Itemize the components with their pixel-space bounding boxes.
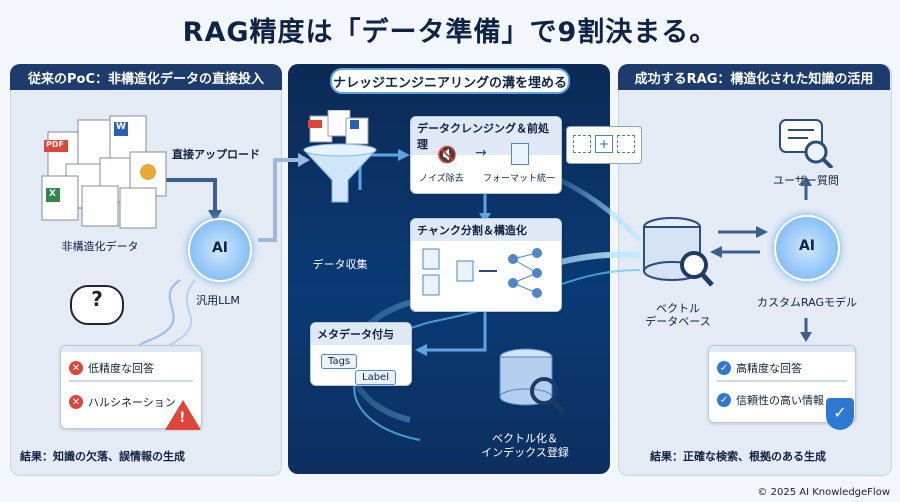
center-panel-header: ナレッジエンジニアリングの溝を埋める — [330, 68, 570, 94]
user-query-label: ユーザー質問 — [773, 174, 839, 187]
right-result-text: 結果：正確な検索、根拠のある生成 — [650, 450, 826, 463]
custom-rag-model-label: カスタムRAGモデル — [756, 296, 858, 309]
chunking-title: チャンク分割＆構造化 — [411, 219, 561, 241]
document-stack-icon — [41, 115, 167, 229]
question-bubble-icon: ? — [70, 285, 124, 325]
data-collection-label: データ収集 — [312, 258, 368, 271]
vector-index-db-icon — [496, 345, 566, 415]
vectorize-label-1: ベクトル化＆ — [492, 432, 558, 445]
word-badge: W — [116, 122, 126, 132]
generic-llm-brain-icon: AI — [188, 218, 252, 282]
x-icon: ✕ — [69, 361, 83, 375]
pdf-badge: PDF — [46, 140, 64, 149]
vector-database-icon — [640, 215, 716, 291]
funnel-icon — [302, 109, 378, 203]
footer-copyright: © 2025 AI KnowledgeFlow — [757, 487, 890, 498]
metadata-title: メタデータ付与 — [311, 323, 411, 345]
generic-llm-label: 汎用LLM — [196, 294, 240, 307]
direct-upload-label: 直接アップロード — [172, 148, 260, 161]
data-collection-funnel — [300, 109, 380, 210]
benefit-item: ✓信頼性の高い情報 — [709, 384, 855, 410]
check-icon: ✓ — [717, 361, 731, 375]
left-result-text: 結果：知識の欠落、誤情報の生成 — [20, 450, 185, 463]
cleansing-box: データクレンジング＆前処理 🔇 → ノイズ除去 フォーマット統一 — [410, 116, 562, 194]
user-query-icon — [778, 118, 834, 170]
vector-db-label-1: ベクトル — [656, 302, 700, 315]
chunk-structure-icon — [422, 248, 542, 298]
issue-item: ✕ハルシネーション — [61, 384, 201, 412]
noise-removal-icon: 🔇 — [437, 145, 457, 164]
cleansing-title: データクレンジング＆前処理 — [411, 117, 561, 155]
ai-text: AI — [798, 238, 816, 254]
vector-db-label-2: データベース — [645, 315, 711, 328]
upload-arrow — [160, 178, 217, 212]
excel-badge: X — [49, 189, 56, 199]
vectorize-label-2: インデックス登録 — [481, 446, 569, 459]
shield-check-icon: ✓ — [826, 398, 854, 430]
unstructured-documents: PDF W X — [38, 112, 168, 232]
ai-text: AI — [211, 240, 229, 256]
chunking-box: チャンク分割＆構造化 — [410, 218, 562, 312]
format-unify-label: フォーマット統一 — [483, 174, 556, 184]
label-chip: Label — [355, 370, 396, 385]
format-document-icon — [511, 143, 529, 165]
page-title: RAG精度は「データ準備」で9割決まる。 — [182, 17, 718, 48]
custom-rag-brain-icon: AI — [774, 215, 840, 281]
metadata-box: メタデータ付与 Tags Label — [310, 322, 412, 386]
mini-window-icon: + — [566, 126, 642, 164]
benefit-item: ✓高精度な回答 — [709, 352, 855, 378]
unstructured-data-label: 非構造化データ — [61, 240, 139, 253]
right-panel-header: 成功するRAG：構造化された知識の活用 — [618, 64, 890, 90]
noise-removal-label: ノイズ除去 — [419, 174, 464, 184]
left-panel-header: 従来のPoC：非構造化データの直接投入 — [10, 64, 282, 90]
x-icon: ✕ — [69, 395, 83, 409]
check-icon: ✓ — [717, 393, 731, 407]
issue-item: ✕低精度な回答 — [61, 352, 201, 378]
tag-chip: Tags — [321, 354, 358, 369]
warning-icon — [165, 400, 201, 430]
